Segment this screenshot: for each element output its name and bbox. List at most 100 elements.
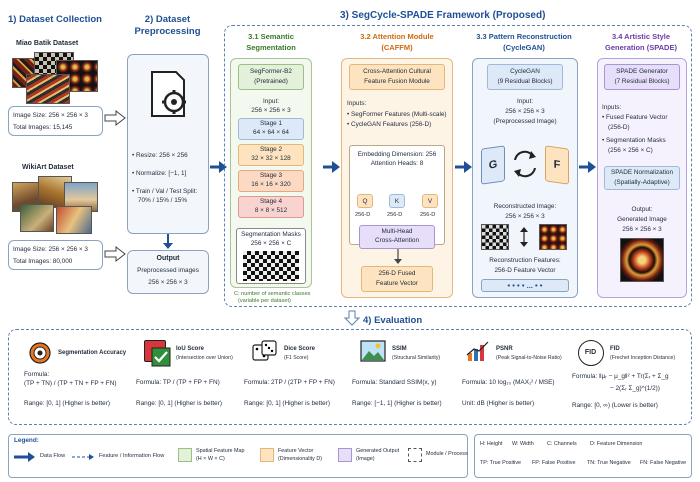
recon-features-size: 256-D Feature Vector xyxy=(494,267,556,274)
spade-title-2: Generation (SPADE) xyxy=(605,43,677,52)
v-dim: 256-D xyxy=(420,212,436,218)
dice-range: Range: [0, 1] (Higher is better) xyxy=(244,400,330,407)
caffm-input-1: • SegFormer Features (Multi-scale) xyxy=(347,111,447,118)
legend-generated-2: (Image) xyxy=(356,456,375,462)
caffm-title-2: (CAFFM) xyxy=(381,43,413,52)
wikiart-info-box xyxy=(8,240,103,270)
caffm-head-2: Feature Fusion Module xyxy=(364,78,430,85)
cyclegan-block xyxy=(487,64,563,90)
cycle-title-2: (CycleGAN) xyxy=(503,43,545,52)
legend-info-flow: Feature / Information Flow xyxy=(99,453,165,459)
seg-accuracy-range: Range: [0, 1] (Higher is better) xyxy=(24,400,110,407)
target-icon xyxy=(29,342,51,364)
seg-accuracy-formula-label: Formula: xyxy=(24,371,50,378)
caffm-inputs-label: Inputs: xyxy=(347,100,367,107)
iou-formula: Formula: TP / (TP + FP + FN) xyxy=(136,379,220,386)
miao-info-box xyxy=(8,106,103,136)
output-size: 256 × 256 × 3 xyxy=(148,279,188,286)
miao-image-size: Image Size: 256 × 256 × 3 xyxy=(13,112,88,119)
bar-chart-icon xyxy=(466,341,489,361)
q-dim: 256-D xyxy=(355,212,371,218)
legend-vector-2: (Dimensionality D) xyxy=(278,456,323,462)
resize-step: • Resize: 256 × 256 xyxy=(132,152,188,159)
stage4-size: 8 × 8 × 512 xyxy=(254,207,288,214)
seg-accuracy-formula: (TP + TN) / (TP + TN + FP + FN) xyxy=(24,380,117,387)
stage3-label: Stage 3 xyxy=(259,172,283,179)
fid-name: FID xyxy=(610,346,620,352)
legend-spatial-2: (H × W × C) xyxy=(196,456,225,462)
cycle-input-label: Input: xyxy=(517,98,533,105)
psnr-subtitle: (Peak Signal-to-Noise Ratio) xyxy=(496,355,562,361)
output-heading: Output xyxy=(156,255,180,262)
abbr-fn: FN: False Negative xyxy=(640,460,687,466)
dice-icon xyxy=(252,340,277,361)
ssim-subtitle: (Structural Similarity) xyxy=(392,355,441,361)
generator-g-block: G xyxy=(481,145,505,185)
segformer-block xyxy=(238,64,304,90)
segformer-name: SegFormer-B2 xyxy=(250,68,292,75)
up-down-arrow-icon xyxy=(520,227,528,247)
preprocessing-output-box xyxy=(127,250,209,294)
ssim-range: Range: [−1, 1] (Higher is better) xyxy=(352,400,442,407)
stage2-block xyxy=(238,144,304,166)
reconstructed-label: Reconstructed Image: xyxy=(493,203,557,210)
miao-batik-images xyxy=(12,52,104,106)
legend-data-flow: Data Flow xyxy=(40,453,66,459)
spade-title-1: 3.4 Artistic Style xyxy=(611,32,671,41)
spade-norm-block xyxy=(604,166,680,190)
stage4-label: Stage 4 xyxy=(259,198,283,205)
checkmark-icon xyxy=(151,347,171,367)
spade-norm-label: SPADE Normalization xyxy=(610,169,674,176)
abbr-fp: FP: False Positive xyxy=(532,460,576,466)
abbreviations-box xyxy=(474,434,692,478)
legend-spatial-1: Spatial Feature Map xyxy=(196,448,245,454)
right-arrow-icon xyxy=(323,161,340,173)
framework-container xyxy=(224,25,692,307)
fused-vector-block xyxy=(361,266,433,292)
multihead-label-2: Cross-Attention xyxy=(374,237,420,244)
k-block: K xyxy=(389,194,405,208)
seg-input-label: Input: xyxy=(263,98,279,105)
seg-title-1: 3.1 Semantic xyxy=(248,32,294,41)
stage2-size: 32 × 32 × 128 xyxy=(251,155,291,162)
segformer-note: (Pretrained) xyxy=(254,78,288,85)
legend-title: Legend: xyxy=(14,437,39,444)
fused-label-1: 256-D Fused xyxy=(378,270,416,277)
reconstructed-image-b xyxy=(539,224,567,250)
iou-range: Range: [0, 1] (Higher is better) xyxy=(136,400,222,407)
cyclegan-blocks: (9 Residual Blocks) xyxy=(497,78,553,85)
classes-note-1: C: number of semantic classes xyxy=(234,291,311,297)
section4-title: 4) Evaluation xyxy=(363,315,423,326)
caffm-input-2: • CycleGAN Features (256-D) xyxy=(347,121,432,128)
right-arrow-icon xyxy=(455,161,472,173)
spade-output-label: Output: xyxy=(631,206,653,213)
stage1-size: 64 × 64 × 64 xyxy=(253,129,289,136)
psnr-name: PSNR xyxy=(496,346,513,352)
iou-name: IoU Score xyxy=(176,346,205,352)
spade-input-2: • Segmentation Masks xyxy=(602,137,666,144)
split-step: • Train / Val / Test Split: xyxy=(132,188,198,195)
spade-output-size: 256 × 256 × 3 xyxy=(622,226,662,233)
mask-pattern-image xyxy=(243,251,299,281)
spade-output-desc: Generated Image xyxy=(617,216,667,223)
recon-features-label: Reconstruction Features: xyxy=(489,257,561,264)
stage3-size: 16 × 16 × 320 xyxy=(251,181,291,188)
q-block: Q xyxy=(357,194,373,208)
fid-subtitle: (Frechet Inception Distance) xyxy=(610,355,676,361)
spade-inputs-label: Inputs: xyxy=(602,104,622,111)
gear-document-icon xyxy=(151,71,186,117)
stage2-label: Stage 2 xyxy=(259,146,283,153)
spade-input-1: • Fused Feature Vector xyxy=(602,114,668,121)
v-block: V xyxy=(422,194,438,208)
caffm-head-1: Cross-Attention Cultural xyxy=(363,68,431,75)
abbr-d: D: Feature Dimension xyxy=(590,441,643,447)
fused-label-2: Feature Vector xyxy=(376,280,418,287)
miao-total-images: Total Images: 15,145 xyxy=(13,124,73,131)
k-dim: 256-D xyxy=(387,212,403,218)
spade-generator-block xyxy=(604,64,680,90)
legend-vector-swatch xyxy=(260,448,274,462)
abbr-tp: TP: True Positive xyxy=(480,460,522,466)
spade-generator-blocks: (7 Residual Blocks) xyxy=(614,78,670,85)
section1-title: 1) Dataset Collection xyxy=(8,14,102,25)
wikiart-images xyxy=(12,176,104,236)
